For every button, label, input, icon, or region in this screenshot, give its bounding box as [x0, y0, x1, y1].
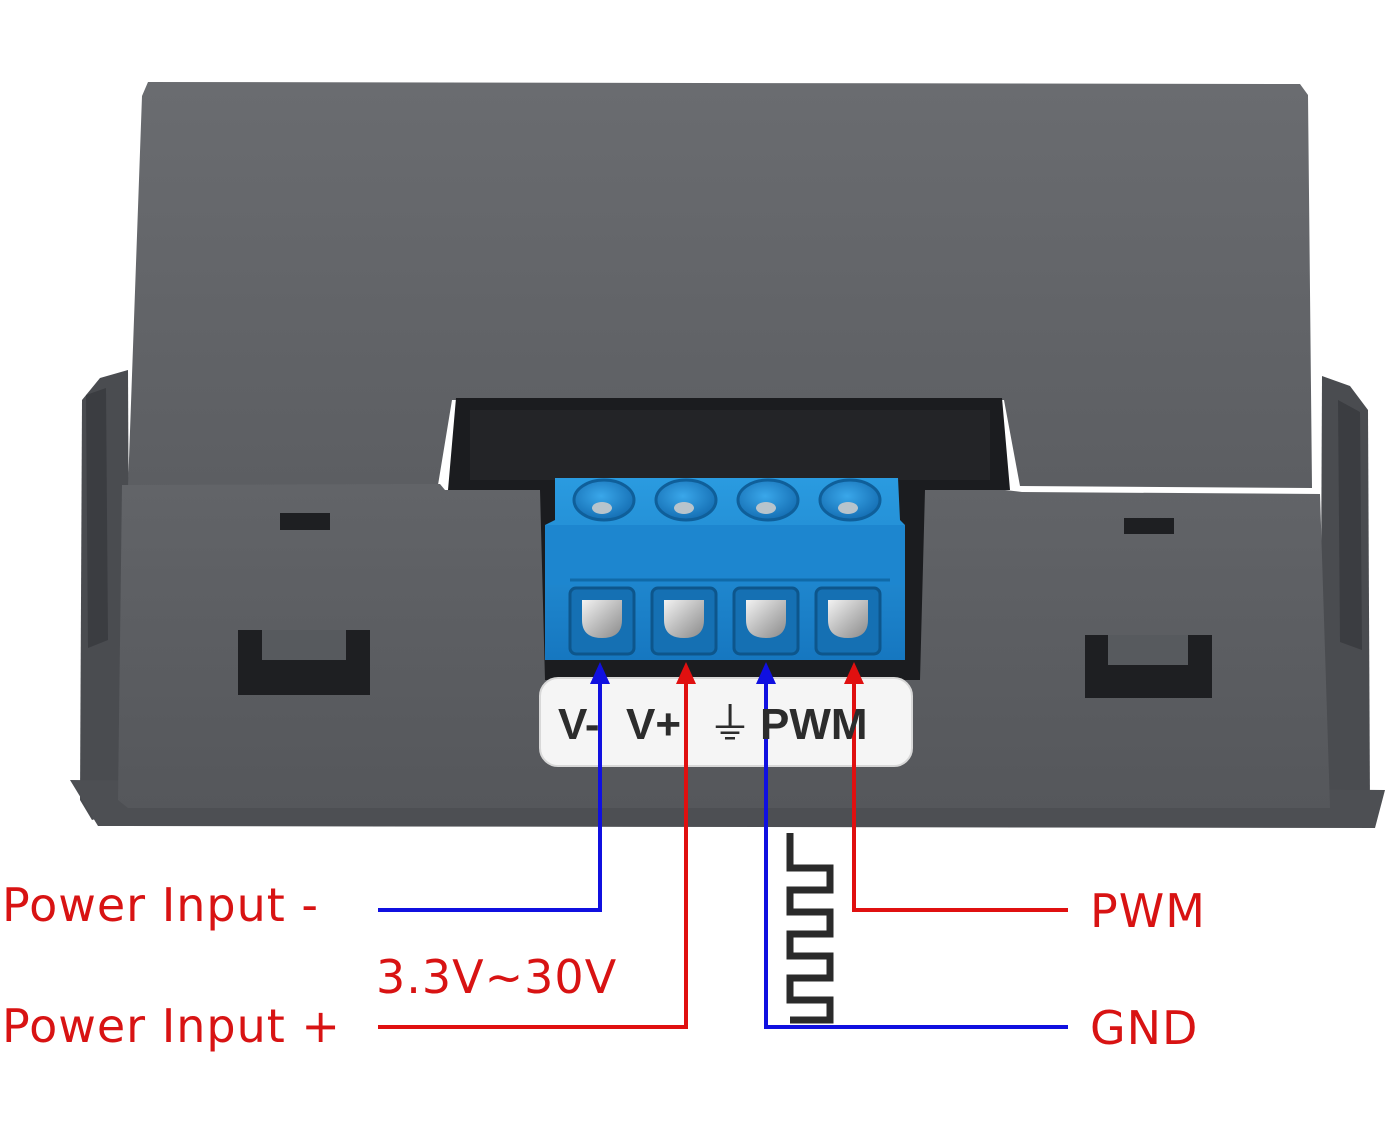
label-voltage-range: 3.3V~30V — [376, 950, 618, 1004]
port-4 — [814, 586, 882, 656]
pin-label-ground-icon: ⏚ — [708, 700, 752, 749]
right-latch — [1085, 635, 1212, 698]
pin-label-v-plus: V+ — [626, 700, 682, 749]
wire-pwm — [844, 662, 1068, 912]
label-gnd: GND — [1090, 1001, 1199, 1055]
wire-power-minus — [378, 662, 610, 912]
right-slot — [1124, 518, 1174, 534]
screw-2 — [654, 478, 718, 522]
housing-top — [128, 82, 1312, 488]
left-latch — [238, 630, 370, 695]
wire-gnd — [756, 662, 1068, 1029]
screw-1 — [572, 478, 636, 522]
port-3 — [732, 586, 800, 656]
pin-label-v-minus: V- — [558, 700, 600, 749]
pin-label-pwm: PWM — [760, 700, 868, 749]
label-power-input-plus: Power Input + — [2, 999, 341, 1053]
label-pwm: PWM — [1090, 884, 1206, 938]
pwm-waveform — [786, 833, 834, 1024]
pcb-inner — [470, 410, 990, 480]
screw-3 — [736, 478, 800, 522]
right-flange — [1320, 376, 1370, 822]
terminal-block — [545, 478, 905, 660]
wire-power-plus — [378, 662, 696, 1029]
screw-4 — [818, 478, 882, 522]
housing-front — [118, 484, 1330, 808]
port-1 — [568, 586, 636, 656]
port-2 — [650, 586, 718, 656]
left-slot — [280, 513, 330, 530]
left-flange — [80, 370, 130, 820]
label-power-input-minus: Power Input - — [2, 878, 320, 932]
pin-sticker — [539, 677, 913, 767]
